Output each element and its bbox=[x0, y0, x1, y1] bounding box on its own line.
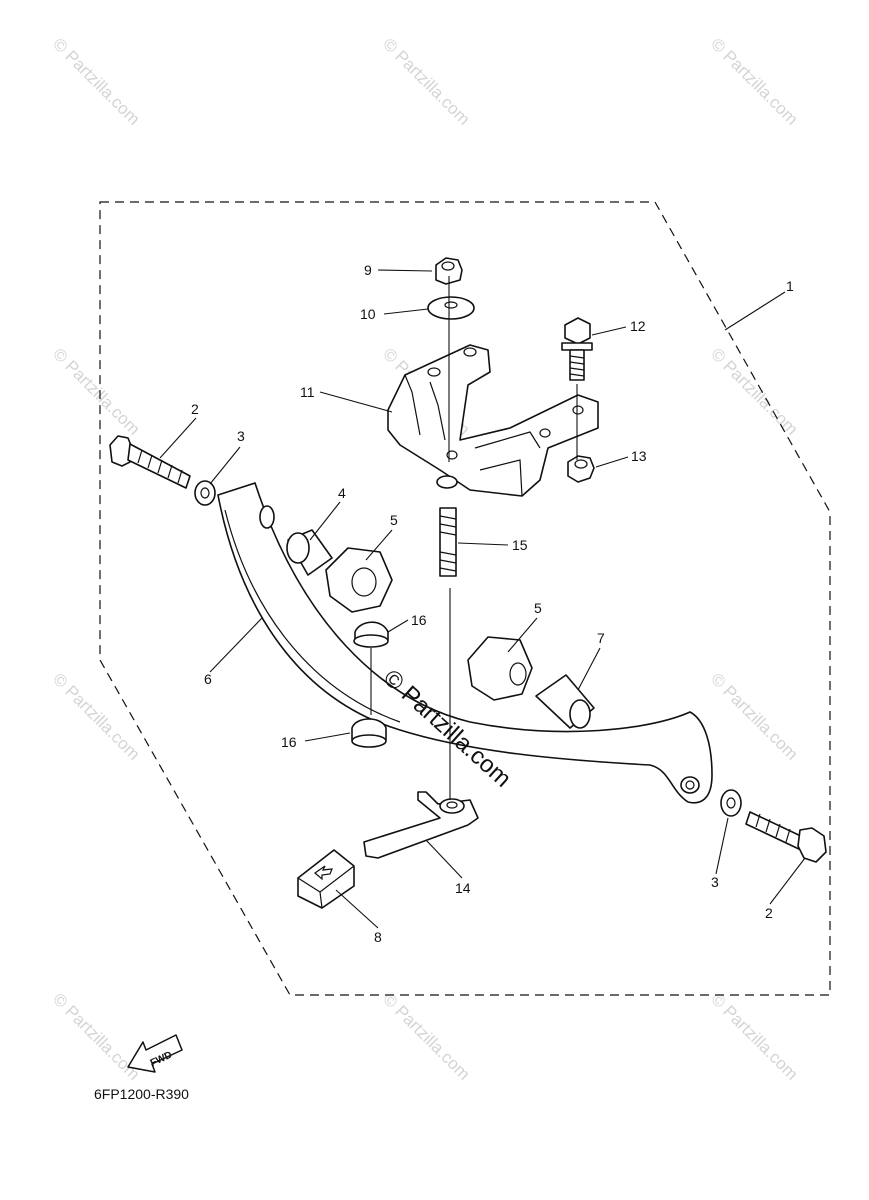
fwd-arrow-icon: FWD bbox=[127, 1034, 183, 1073]
callout-10: 10 bbox=[360, 306, 376, 322]
watermark: © Partzilla.com bbox=[49, 989, 143, 1083]
nut-part-9 bbox=[435, 257, 463, 285]
nut-part-5-upper bbox=[325, 547, 393, 613]
callout-6: 6 bbox=[204, 671, 212, 687]
callout-2-right: 2 bbox=[765, 905, 773, 921]
callout-4: 4 bbox=[338, 485, 346, 501]
watermark: © Partzilla.com bbox=[49, 344, 143, 438]
washer-part-10 bbox=[427, 296, 475, 320]
callout-15: 15 bbox=[512, 537, 528, 553]
watermark: © Partzilla.com bbox=[379, 989, 473, 1083]
callout-8: 8 bbox=[374, 929, 382, 945]
callout-1: 1 bbox=[786, 278, 794, 294]
upper-bracket-part-11 bbox=[387, 344, 599, 497]
callout-16-upper: 16 bbox=[411, 612, 427, 628]
washer-part-3-left bbox=[194, 480, 216, 506]
plate-part-14 bbox=[363, 791, 479, 859]
callout-13: 13 bbox=[631, 448, 647, 464]
washer-part-3-right bbox=[720, 789, 742, 817]
grommet-part-16-upper bbox=[353, 621, 389, 648]
callout-2-left: 2 bbox=[191, 401, 199, 417]
callout-11: 11 bbox=[300, 384, 315, 400]
watermark: © Partzilla.com bbox=[49, 34, 143, 128]
bolt-part-2-left bbox=[109, 435, 191, 489]
callout-14: 14 bbox=[455, 880, 471, 896]
callout-7: 7 bbox=[597, 630, 605, 646]
watermarks: © Partzilla.com © Partzilla.com © Partzi… bbox=[49, 34, 801, 1083]
callout-3-left: 3 bbox=[237, 428, 245, 444]
watermark: © Partzilla.com bbox=[379, 34, 473, 128]
watermark: © Partzilla.com bbox=[49, 669, 143, 763]
alignment-lines bbox=[370, 276, 578, 800]
callout-16-lower: 16 bbox=[281, 734, 297, 750]
bolt-part-12 bbox=[561, 317, 593, 381]
leader-lines bbox=[159, 269, 806, 929]
bushing-part-7 bbox=[535, 674, 595, 729]
stud-part-15 bbox=[439, 507, 457, 577]
callout-labels: 1 2 3 4 5 6 9 10 11 12 13 15 16 5 7 16 1… bbox=[191, 262, 794, 945]
callout-5-lower: 5 bbox=[534, 600, 542, 616]
assembly-boundary bbox=[99, 201, 831, 996]
bolt-part-2-right bbox=[745, 811, 827, 863]
watermark: © Partzilla.com bbox=[707, 34, 801, 128]
nut-part-5-lower bbox=[467, 636, 533, 701]
grommet-part-16-lower bbox=[351, 718, 387, 748]
nut-part-13 bbox=[567, 455, 595, 483]
watermark: © Partzilla.com bbox=[707, 669, 801, 763]
watermark: © Partzilla.com bbox=[707, 989, 801, 1083]
callout-9: 9 bbox=[364, 262, 372, 278]
callout-5-upper: 5 bbox=[390, 512, 398, 528]
watermark: © Partzilla.com bbox=[707, 344, 801, 438]
callout-3-right: 3 bbox=[711, 874, 719, 890]
bushing-part-4 bbox=[286, 529, 333, 576]
callout-12: 12 bbox=[630, 318, 646, 334]
diagram-code: 6FP1200-R390 bbox=[94, 1086, 189, 1102]
bracket-arm-part-6 bbox=[217, 482, 713, 804]
